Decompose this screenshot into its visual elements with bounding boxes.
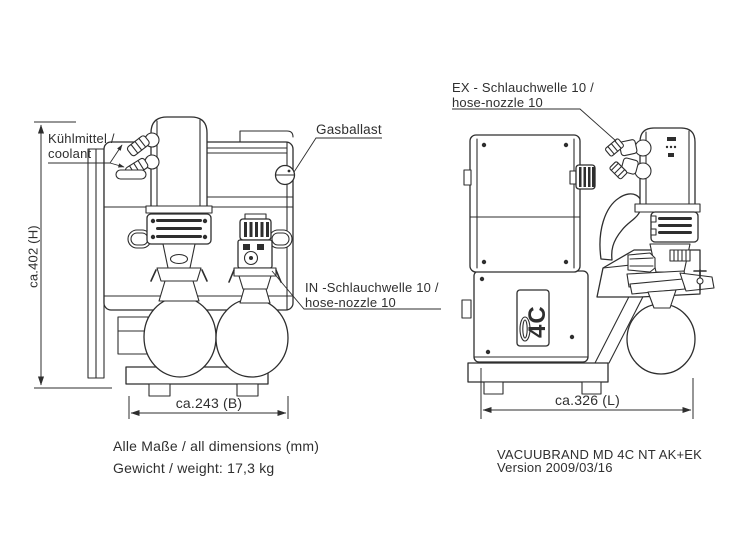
ex-nozzles: [605, 138, 652, 180]
clamp-block: [146, 213, 212, 245]
leader-lines: [48, 108, 617, 310]
model-badge: 4C: [524, 305, 551, 338]
in-port-label-line1: IN -Schlauchwelle 10 /: [305, 280, 439, 295]
length-dimension: ca.326 (L): [554, 392, 621, 408]
coolant-label-line2: coolant: [48, 146, 92, 161]
ex-port-label-line1: EX - Schlauchwelle 10 /: [452, 80, 594, 95]
in-port-assembly: [228, 213, 282, 304]
in-leader: [271, 270, 441, 310]
coolant-nipples: [115, 132, 160, 180]
dimensions-note: Alle Maße / all dimensions (mm): [113, 438, 320, 454]
coolant-label-line1: Kühlmittel /: [48, 131, 115, 146]
ex-port-label: EX - Schlauchwelle 10 / hose-nozzle 10: [452, 80, 594, 110]
length-dimension-line: [480, 368, 694, 419]
in-port-label-line2: hose-nozzle 10: [305, 295, 396, 310]
condenser-tower: [145, 116, 213, 214]
weight-note: Gewicht / weight: 17,3 kg: [113, 460, 275, 476]
side-clamp-block: [650, 211, 699, 243]
front-handles: [127, 229, 293, 249]
side-flask: [626, 303, 696, 375]
height-dimension-line: [34, 121, 112, 389]
in-port-label: IN -Schlauchwelle 10 / hose-nozzle 10: [305, 280, 439, 310]
side-view-drawing: [461, 127, 715, 395]
gasballast-label: Gasballast: [316, 122, 382, 137]
side-knob: [569, 164, 596, 190]
dimension-lines: [34, 121, 694, 419]
version-text: Version 2009/03/16: [497, 460, 613, 475]
width-dimension: ca.243 (B): [175, 395, 243, 411]
coolant-leader: [48, 144, 125, 168]
pump-housing: [461, 134, 581, 319]
gasballast-leader: [293, 137, 382, 173]
round-flasks: [143, 296, 289, 378]
coolant-label: Kühlmittel / coolant: [48, 131, 115, 161]
gas-ballast-knob: [274, 164, 296, 186]
side-flask-connection: [626, 243, 715, 309]
model-title: VACUUBRAND MD 4C NT AK+EK: [497, 447, 702, 462]
motor-housing: [473, 270, 589, 363]
width-dimension-line: [128, 396, 289, 419]
height-dimension: ca.402 (H): [25, 225, 41, 288]
front-view-drawing: [87, 116, 296, 397]
left-flask-neck: [150, 243, 208, 302]
side-base: [467, 280, 651, 395]
ex-port-label-line2: hose-nozzle 10: [452, 95, 543, 110]
ex-leader: [452, 108, 617, 142]
